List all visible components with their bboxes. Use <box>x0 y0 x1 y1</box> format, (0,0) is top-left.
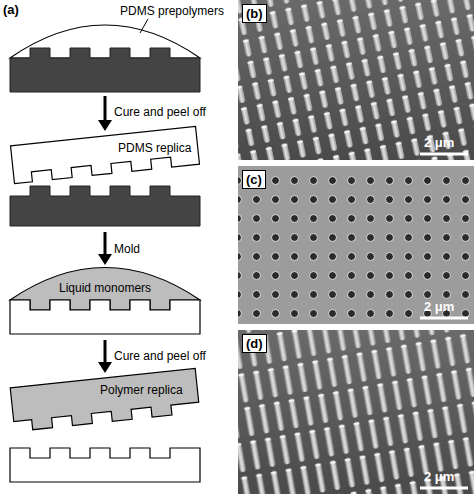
step-label: Cure and peel off <box>114 349 206 363</box>
part-label: Polymer replica <box>100 383 183 397</box>
scale-label: 2 μm <box>424 300 454 314</box>
panel-label: (a) <box>3 3 19 17</box>
part-label: PDMS prepolymers <box>120 4 224 18</box>
step-label: Mold <box>114 242 140 256</box>
panel-tag: (c) <box>242 170 266 189</box>
panel-letter: (d) <box>246 336 263 351</box>
part-label: Liquid monomers <box>59 281 151 295</box>
scale-label: 2 μm <box>424 136 454 150</box>
step-label: Cure and peel off <box>114 105 206 119</box>
panel-letter: (b) <box>246 6 263 21</box>
panel-tag: (b) <box>242 4 267 23</box>
panel-letter: (c) <box>246 172 262 187</box>
scale-label: 2 μm <box>424 470 454 484</box>
panel-tag: (d) <box>242 334 267 353</box>
part-label: PDMS replica <box>118 141 191 155</box>
